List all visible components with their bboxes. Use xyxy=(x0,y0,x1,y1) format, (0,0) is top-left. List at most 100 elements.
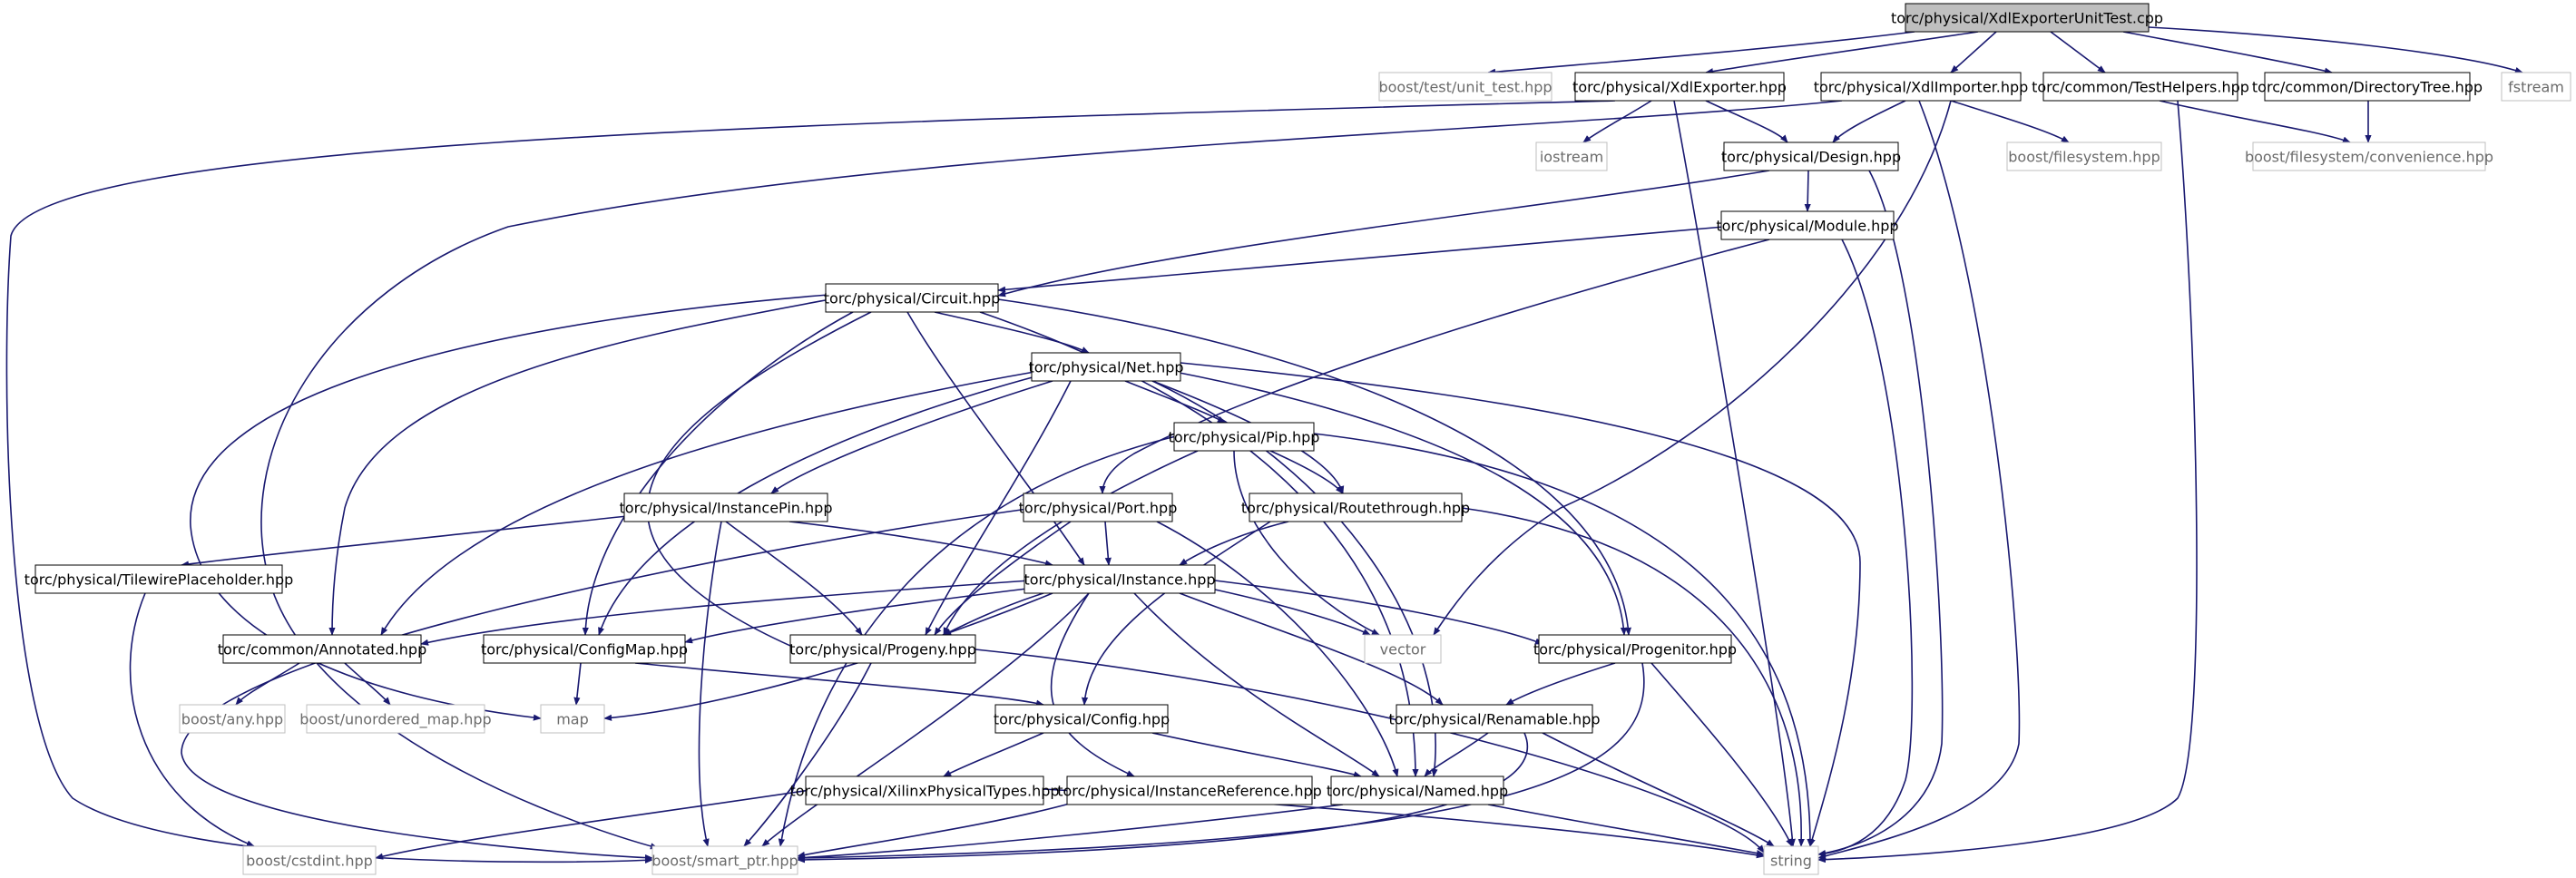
edge-instance-to-named xyxy=(1133,592,1380,777)
edge-configmap-to-config xyxy=(634,662,1044,707)
node-instancepin[interactable]: torc/physical/InstancePin.hpp xyxy=(620,493,833,522)
node-box xyxy=(2264,72,2471,102)
node-net[interactable]: torc/physical/Net.hpp xyxy=(1028,352,1184,382)
node-label: torc/physical/Circuit.hpp xyxy=(824,290,1001,307)
edge-design-to-circuit xyxy=(997,170,1770,298)
node-map: map xyxy=(540,704,605,734)
node-testhelpers[interactable]: torc/common/TestHelpers.hpp xyxy=(2032,72,2249,102)
node-box xyxy=(651,845,798,875)
edge-circuit-to-net xyxy=(934,311,1090,354)
edge-net-to-progeny xyxy=(925,380,1072,636)
edge-circuit-to-map xyxy=(190,294,829,721)
node-string: string xyxy=(1763,845,1819,875)
node-box xyxy=(34,564,283,594)
node-label: torc/common/TestHelpers.hpp xyxy=(2032,79,2249,96)
node-convenience: boost/filesystem/convenience.hpp xyxy=(2245,141,2493,171)
node-pip[interactable]: torc/physical/Pip.hpp xyxy=(1169,422,1320,452)
node-box xyxy=(1330,776,1504,805)
edge-config-to-named xyxy=(1151,732,1362,778)
node-label: torc/physical/Net.hpp xyxy=(1028,359,1183,376)
edge-routethrough-to-instance xyxy=(1179,521,1289,566)
node-renamable[interactable]: torc/physical/Renamable.hpp xyxy=(1388,704,1601,734)
node-design[interactable]: torc/physical/Design.hpp xyxy=(1721,141,1901,171)
node-instref[interactable]: torc/physical/InstanceReference.hpp xyxy=(1057,776,1322,805)
node-cstdint: boost/cstdint.hpp xyxy=(242,845,377,875)
node-circuit[interactable]: torc/physical/Circuit.hpp xyxy=(824,283,1001,313)
edge-pip-to-smartptr xyxy=(778,434,1180,847)
edge-module-to-string xyxy=(1817,239,1914,857)
node-dirtree[interactable]: torc/common/DirectoryTree.hpp xyxy=(2252,72,2483,102)
node-label: torc/physical/InstancePin.hpp xyxy=(620,500,833,517)
node-box xyxy=(242,845,377,875)
node-box xyxy=(179,704,286,734)
node-iostream: iostream xyxy=(1535,141,1608,171)
edge-progenitor-to-smartptr xyxy=(797,662,1645,862)
edge-circuit-to-annotated xyxy=(328,298,831,636)
node-named[interactable]: torc/physical/Named.hpp xyxy=(1327,776,1508,805)
node-label: torc/physical/Design.hpp xyxy=(1721,149,1901,166)
edge-xilinxtypes-to-cstdint xyxy=(375,788,818,860)
node-label: boost/smart_ptr.hpp xyxy=(651,853,798,871)
edge-pip-to-progeny xyxy=(943,450,1199,636)
edge-net-to-progenitor xyxy=(1174,371,1628,636)
edge-xdlexporter-to-iostream xyxy=(1582,100,1652,143)
edge-xdlimporter-to-vector xyxy=(1433,100,1952,636)
node-label: torc/physical/XdlExporter.hpp xyxy=(1572,79,1787,96)
node-box xyxy=(2252,141,2486,171)
node-config[interactable]: torc/physical/Config.hpp xyxy=(994,704,1170,734)
edge-pip-to-vector xyxy=(1233,450,1380,636)
node-box xyxy=(1364,634,1442,664)
edge-xdlexporter-to-design xyxy=(1705,100,1788,143)
node-label: torc/physical/XilinxPhysicalTypes.hpp xyxy=(789,783,1059,800)
node-tileplaceholder[interactable]: torc/physical/TilewirePlaceholder.hpp xyxy=(24,564,294,594)
edge-design-to-module xyxy=(1804,170,1811,212)
edge-circuit-to-named xyxy=(979,311,1419,777)
edge-instancepin-to-smartptr xyxy=(698,521,722,847)
node-configmap[interactable]: torc/physical/ConfigMap.hpp xyxy=(481,634,688,664)
edge-instance-to-configmap xyxy=(684,587,1035,644)
edge-annotated-to-any xyxy=(235,662,300,706)
node-unit_test: boost/test/unit_test.hpp xyxy=(1378,72,1552,102)
edge-circuit-to-progenitor xyxy=(997,298,1631,636)
node-box xyxy=(1023,493,1173,522)
node-box xyxy=(1720,210,1895,240)
node-xilinxtypes[interactable]: torc/physical/XilinxPhysicalTypes.hpp xyxy=(789,776,1060,805)
node-label: torc/physical/ConfigMap.hpp xyxy=(481,641,688,658)
node-label: torc/physical/Progeny.hpp xyxy=(789,641,976,658)
edge-instref-to-smartptr xyxy=(797,797,1090,858)
node-port[interactable]: torc/physical/Port.hpp xyxy=(1019,493,1178,522)
node-box xyxy=(1249,493,1463,522)
node-annotated[interactable]: torc/common/Annotated.hpp xyxy=(218,634,426,664)
node-progenitor[interactable]: torc/physical/Progenitor.hpp xyxy=(1533,634,1737,664)
node-module[interactable]: torc/physical/Module.hpp xyxy=(1716,210,1899,240)
edge-root-to-xdlimporter xyxy=(1950,31,1997,73)
edge-instance-to-annotated xyxy=(420,580,1031,646)
node-progeny[interactable]: torc/physical/Progeny.hpp xyxy=(789,634,976,664)
node-instance[interactable]: torc/physical/Instance.hpp xyxy=(1024,564,1216,594)
node-xdlexporter[interactable]: torc/physical/XdlExporter.hpp xyxy=(1572,72,1787,102)
edge-named-to-string xyxy=(1487,804,1765,857)
edge-annotated-to-unordered xyxy=(344,662,391,706)
node-label: torc/physical/XdlImporter.hpp xyxy=(1814,79,2029,96)
node-box xyxy=(994,704,1169,734)
node-label: string xyxy=(1770,853,1812,870)
edge-root-to-xdlexporter xyxy=(1705,31,1979,75)
node-label: map xyxy=(556,711,589,728)
node-routethrough[interactable]: torc/physical/Routethrough.hpp xyxy=(1241,493,1470,522)
edge-instance-to-smartptr xyxy=(761,592,1090,847)
node-xdlimporter[interactable]: torc/physical/XdlImporter.hpp xyxy=(1814,72,2029,102)
node-label: boost/cstdint.hpp xyxy=(246,853,373,870)
node-label: torc/physical/Port.hpp xyxy=(1019,500,1178,517)
node-box xyxy=(1024,564,1216,594)
node-box xyxy=(2042,72,2238,102)
node-vector: vector xyxy=(1364,634,1442,664)
node-box xyxy=(540,704,605,734)
edge-pip-to-routethrough xyxy=(1269,450,1344,494)
edge-xdlimporter-to-smartptr xyxy=(260,100,1843,850)
node-box xyxy=(623,493,828,522)
node-fstream: fstream xyxy=(2501,72,2571,102)
edge-tileplaceholder-to-cstdint xyxy=(129,592,255,847)
node-label: boost/any.hpp xyxy=(181,711,283,728)
node-label: torc/physical/Pip.hpp xyxy=(1169,429,1320,446)
